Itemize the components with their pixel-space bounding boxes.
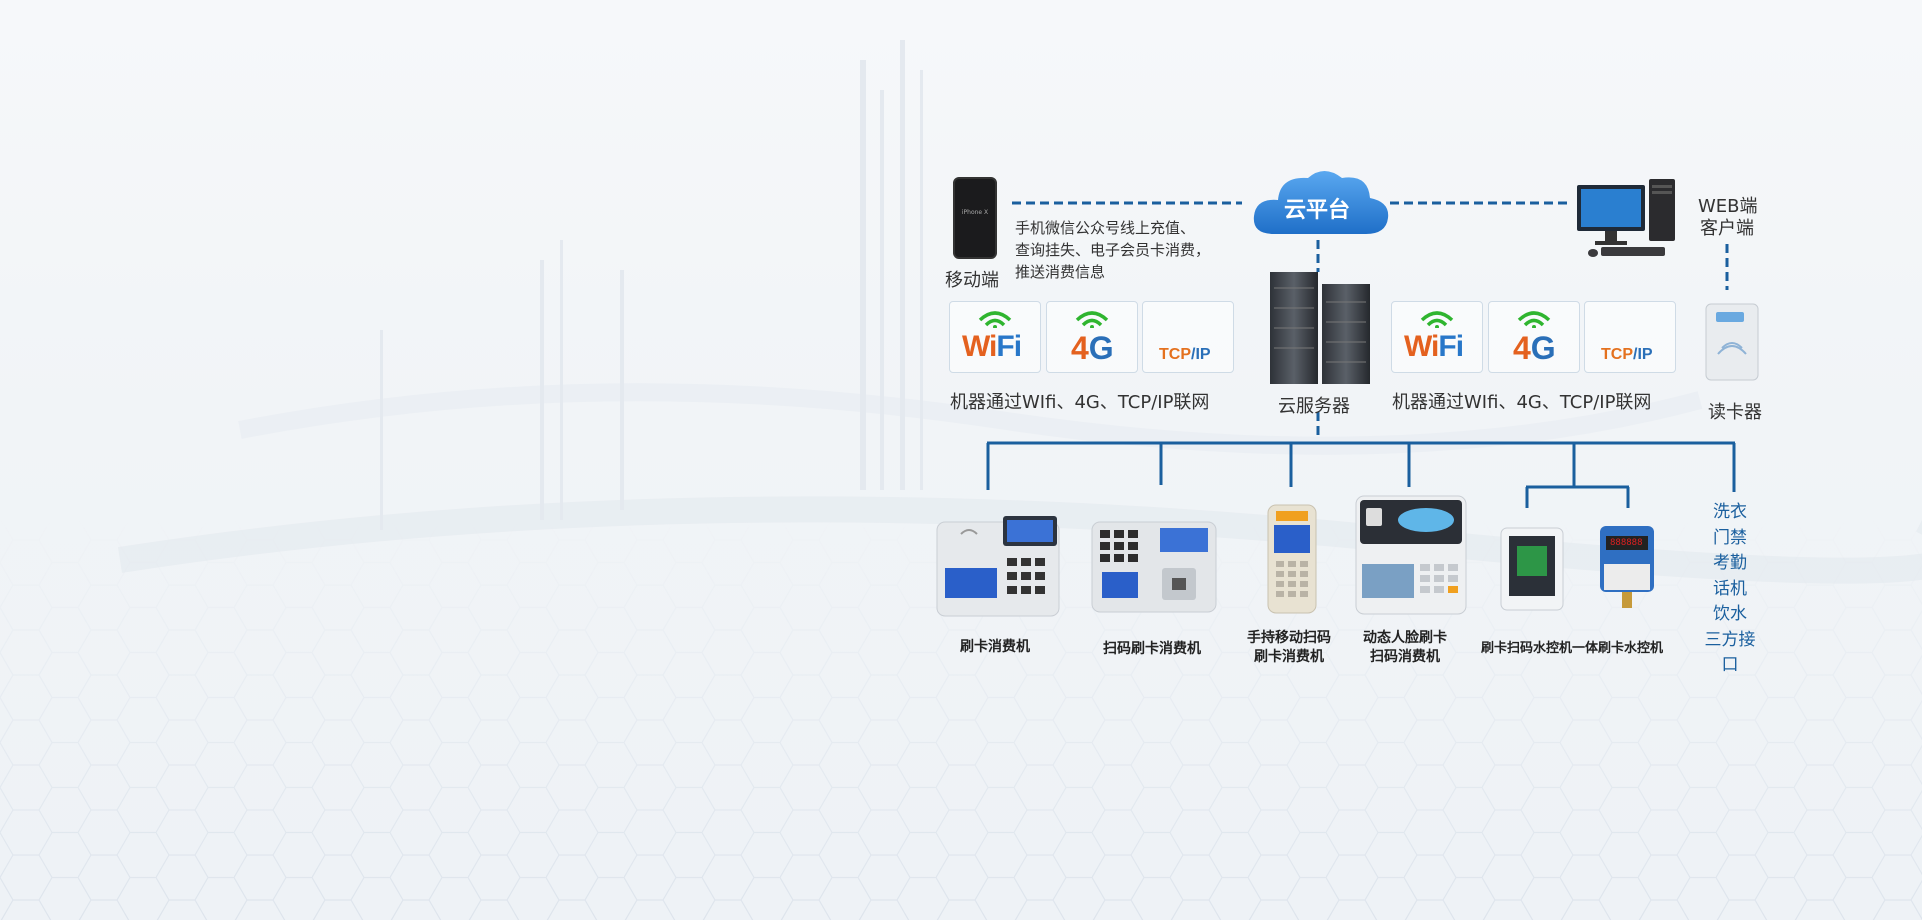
mobile-desc-line-3: 推送消费信息: [1015, 263, 1106, 281]
cloud-icon: [1253, 171, 1389, 234]
card-pos-label: 刷卡消费机: [960, 639, 1030, 655]
wifi-box-left: WiFi: [949, 301, 1041, 373]
mobile-phone: iPhone X: [953, 177, 997, 259]
web-label-line-1: WEB端: [1698, 196, 1758, 217]
face-pos-label-line-1: 动态人脸刷卡: [1363, 630, 1447, 646]
handheld-label: 手持移动扫码 刷卡消费机: [1247, 629, 1331, 667]
mobile-desc-line-2: 查询挂失、电子会员卡消费，: [1015, 241, 1211, 259]
wifi-signal-icon: [978, 311, 1012, 328]
side-item-drinking-water: 饮水: [1713, 604, 1747, 624]
cloud-platform: 云平台: [1250, 164, 1392, 240]
handheld-device: [1264, 503, 1320, 615]
scan-pos-device: [1090, 516, 1218, 616]
water-meter-device: 888888: [1598, 522, 1656, 614]
wifi-text: WiFi: [1404, 330, 1464, 363]
card-pos-device: [935, 512, 1063, 618]
water-control-label: 刷卡扫码水控机一体刷卡水控机: [1481, 641, 1664, 656]
server-icon: [1270, 272, 1370, 384]
4g-text: 4G: [1513, 330, 1556, 366]
handheld-label-line-2: 刷卡消费机: [1254, 649, 1324, 665]
phone-screen-text: iPhone X: [961, 209, 989, 216]
side-item-phone: 话机: [1713, 578, 1747, 599]
tcp-box-left: TCP/IP: [1142, 301, 1234, 373]
face-pos-label: 动态人脸刷卡 扫码消费机: [1363, 629, 1447, 667]
tcp-text: TCP/IP: [1601, 346, 1653, 363]
wifi-signal-icon: [1420, 311, 1454, 328]
network-caption-left: 机器通过WIfi、4G、TCP/IP联网: [950, 392, 1210, 413]
other-applications-list: 洗衣 门禁 考勤 话机 饮水 三方接口: [1697, 500, 1763, 679]
meter-display: 888888: [1610, 538, 1643, 548]
network-caption-right: 机器通过WIfi、4G、TCP/IP联网: [1392, 392, 1652, 413]
card-reader-label: 读卡器: [1708, 402, 1762, 423]
signal-icon: [1517, 311, 1551, 328]
water-control-device: [1499, 526, 1565, 612]
face-pos-label-line-2: 扫码消费机: [1370, 649, 1440, 665]
4g-box-right: 4G: [1488, 301, 1580, 373]
4g-box-left: 4G: [1046, 301, 1138, 373]
side-item-access-control: 门禁: [1713, 527, 1747, 548]
face-pos-device: [1354, 494, 1468, 616]
web-label-line-2: 客户端: [1700, 218, 1754, 239]
desktop-computer: [1575, 177, 1685, 261]
server-label: 云服务器: [1278, 396, 1350, 417]
signal-icon: [1075, 311, 1109, 328]
wifi-box-right: WiFi: [1391, 301, 1483, 373]
scan-pos-label: 扫码刷卡消费机: [1103, 641, 1201, 657]
scan-pos-icon: [1091, 521, 1217, 613]
water-controller-icon: [1500, 527, 1564, 611]
card-reader: [1702, 302, 1762, 384]
cloud-label: 云平台: [1284, 198, 1351, 223]
card-reader-icon: [1705, 303, 1759, 381]
tcp-box-right: TCP/IP: [1584, 301, 1676, 373]
side-item-laundry: 洗衣: [1713, 502, 1747, 522]
face-pos-icon: [1355, 495, 1467, 615]
handheld-label-line-1: 手持移动扫码: [1247, 630, 1331, 646]
water-meter-icon: [1600, 526, 1654, 608]
card-pos-icon: [936, 516, 1060, 617]
side-item-third-party-api: 三方接口: [1704, 629, 1756, 676]
mobile-desc-line-1: 手机微信公众号线上充值、: [1015, 219, 1196, 237]
handheld-pos-icon: [1267, 504, 1317, 614]
mobile-label: 移动端: [945, 270, 999, 291]
cloud-server: [1268, 268, 1372, 388]
4g-text: 4G: [1071, 330, 1114, 366]
computer-icon: [1577, 179, 1675, 257]
side-item-attendance: 考勤: [1713, 553, 1747, 573]
tcp-text: TCP/IP: [1159, 346, 1211, 363]
wifi-text: WiFi: [962, 330, 1022, 363]
